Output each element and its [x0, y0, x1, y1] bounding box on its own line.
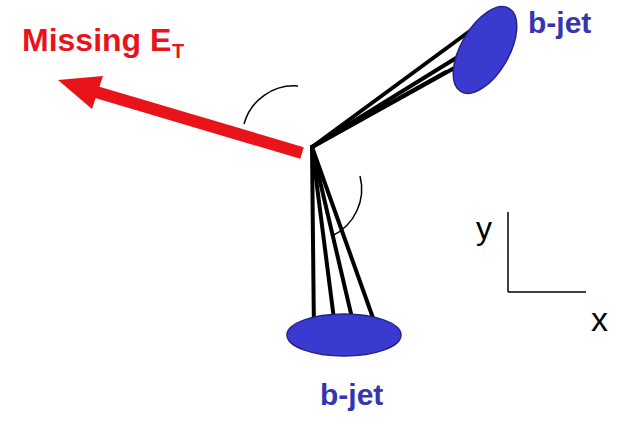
jet-label: b-jet	[528, 8, 591, 38]
jet-cluster: b-jet	[286, 312, 402, 358]
jet-label: b-jet	[320, 380, 383, 410]
jet-ellipse-shape	[440, 0, 530, 104]
jet-ellipse	[286, 312, 402, 358]
angle-arc	[244, 86, 298, 124]
angle-arc	[332, 176, 362, 236]
arrow-head	[58, 76, 103, 109]
jet-ellipse	[450, 0, 520, 100]
subscript-label: T	[172, 41, 184, 61]
jet-tracks	[312, 147, 378, 335]
x-axis	[508, 291, 586, 293]
missing-et-arrow	[96, 92, 302, 153]
axis-label: y	[476, 212, 492, 244]
missing-et-label: Missing E	[22, 24, 171, 56]
jet-ellipse-shape	[287, 314, 401, 356]
y-axis	[507, 212, 509, 292]
axis-label: x	[591, 302, 608, 336]
jet-cluster: b-jet	[450, 0, 520, 100]
